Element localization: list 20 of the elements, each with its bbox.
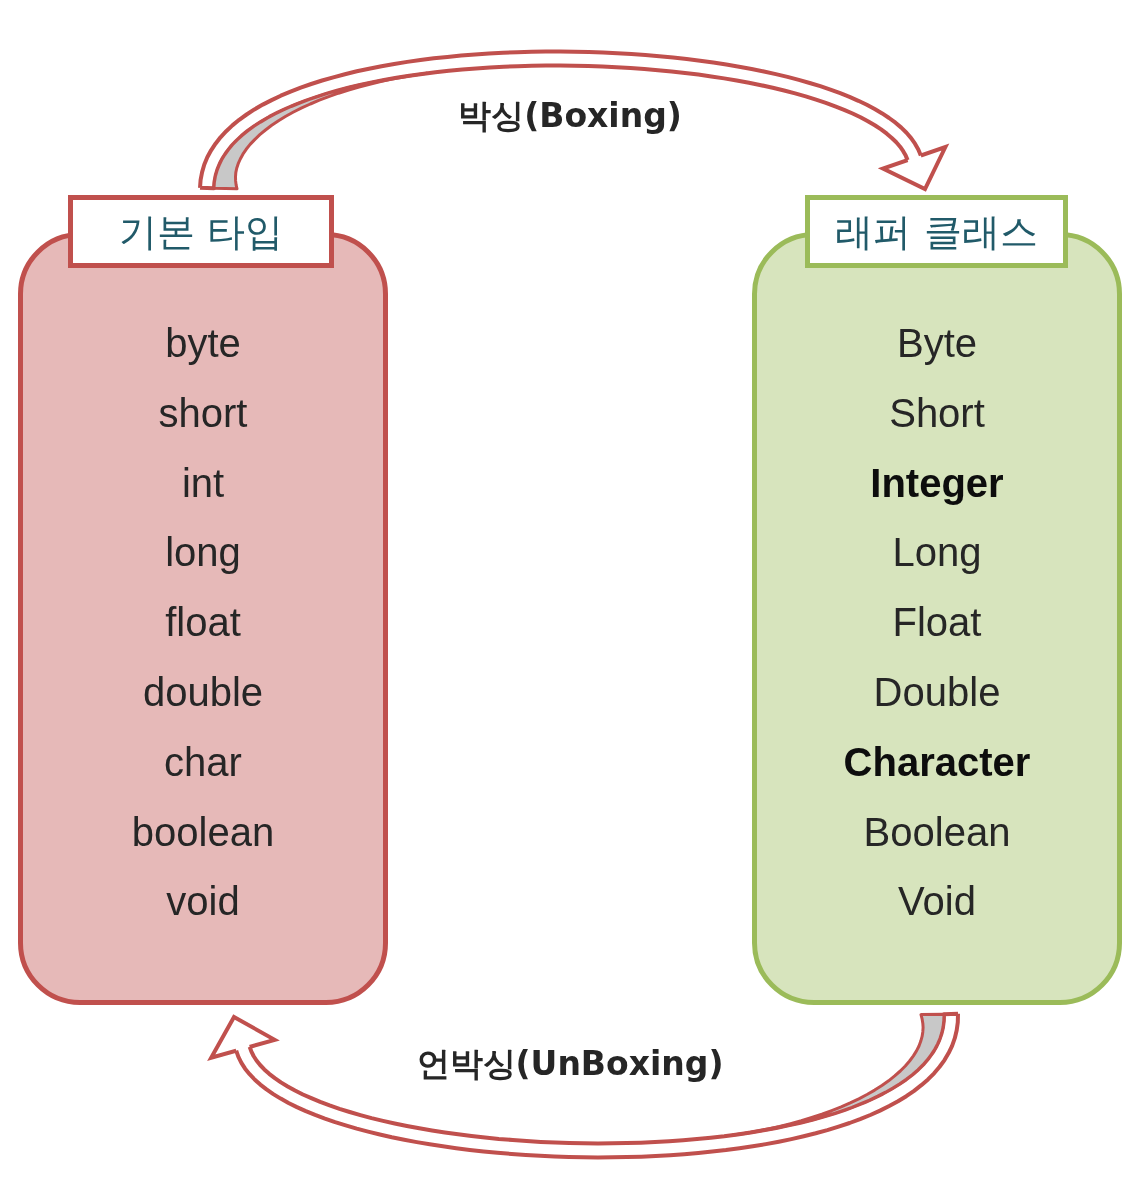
type-name: Double	[873, 669, 1001, 715]
type-name: long	[165, 529, 241, 576]
type-name: Integer	[870, 459, 1004, 506]
type-name: float	[165, 599, 241, 646]
type-name: int	[181, 459, 225, 506]
type-name: char	[164, 738, 242, 785]
type-name: void	[166, 878, 240, 925]
type-name: boolean	[131, 808, 275, 855]
type-name: Void	[898, 878, 976, 925]
header-label-box: 기본 타입	[68, 195, 334, 268]
type-name: Long	[892, 529, 982, 576]
header-label-box: 래퍼 클래스	[805, 195, 1068, 268]
type-name: Short	[889, 389, 985, 436]
type-name: short	[158, 389, 248, 436]
type-name: Byte	[897, 320, 977, 366]
type-name: Boolean	[863, 808, 1011, 855]
type-name: double	[142, 669, 264, 715]
type-name: Character	[843, 738, 1031, 785]
type-name: Float	[892, 599, 982, 646]
type-name: byte	[165, 320, 241, 366]
